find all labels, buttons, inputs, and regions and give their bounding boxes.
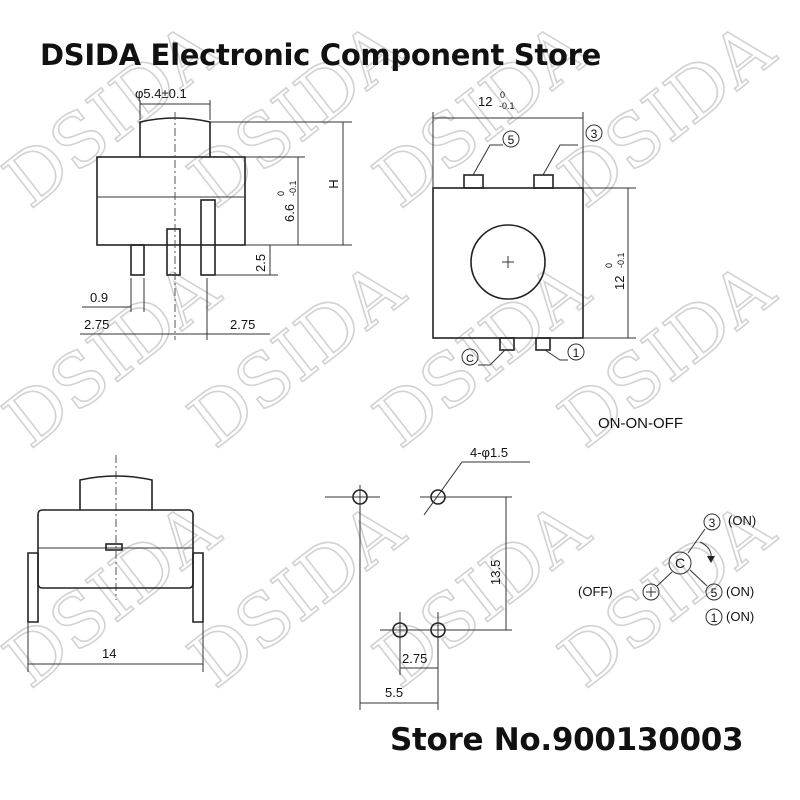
watermark-text: DSIDA [359,486,605,704]
front-view: 14 [27,455,204,672]
watermark: DSIDA DSIDA DSIDA DSIDA DSIDA DSIDA DSID… [0,5,790,704]
footprint-offset-label: 5.5 [385,685,403,700]
arrow-head [707,556,715,563]
top-width-label: 12 [478,94,492,109]
schematic-pin-1: 1 [711,611,718,625]
pin-c-label: C [466,353,474,365]
pin-circle [567,343,585,361]
pin-length-label: 2.5 [253,254,268,272]
footprint-view: 4-φ1.5 13.5 2.75 5.5 [325,445,530,710]
tab-top-right [533,174,554,189]
store-number: Store No.900130003 [390,722,744,758]
top-view: 5 3 C 1 12 0 -0.1 12 0 -0.1 [432,90,636,366]
top-height-label: 12 [612,276,627,290]
pin-circle [502,130,520,148]
pin-circle [585,124,603,142]
holes-label: 4-φ1.5 [470,445,508,460]
vertical-spacing-label: 13.5 [488,560,503,585]
pin-3-label: 3 [591,127,598,141]
pin-circle [705,608,723,626]
contact-line [656,571,673,587]
pin-3-state: (ON) [728,513,756,528]
pin-offset-label: 0.9 [90,290,108,305]
schematic-pin-5: 5 [711,586,718,600]
front-width-label: 14 [102,646,116,661]
leader-line [542,144,578,176]
switch-body [96,156,246,246]
stem-diameter-label: φ5.4±0.1 [135,86,187,101]
common-label: C [675,555,685,571]
off-state: (OFF) [578,584,613,599]
pin-circle [703,513,721,531]
top-stem-circle [470,224,546,300]
tab-bottom-left [499,337,515,351]
pin-1-label: 1 [573,346,580,360]
watermark-text: DSIDA [174,246,420,464]
mode-label: ON-ON-OFF [598,415,683,432]
top-width-tol-upper: 0 [500,90,505,100]
contact-line [689,569,708,587]
watermark-text: DSIDA [174,486,420,704]
off-contact [642,583,660,601]
front-body [37,509,194,589]
page-title: DSIDA Electronic Component Store [40,38,601,72]
pin-5-state: (ON) [726,584,754,599]
height-label: H [326,179,341,188]
front-latch [105,543,123,551]
pitch-right-label: 2.75 [230,317,255,332]
schematic-pin-3: 3 [709,516,716,530]
leader-line [544,349,568,361]
top-height-tol-lower: -0.1 [616,252,626,268]
pitch-left-label: 2.75 [84,317,109,332]
body-height-tol-upper: 0 [276,191,286,196]
pin-right [200,199,216,276]
pin-5-label: 5 [508,133,515,147]
pin-middle [166,228,181,276]
top-height-tol-upper: 0 [604,263,614,268]
side-view: φ5.4±0.1 H 6.6 0 -0.1 2.5 0.9 [80,86,352,340]
pin-circle [461,348,479,366]
watermark-text: DSIDA [359,246,605,464]
footprint-pitch-label: 2.75 [402,651,427,666]
pin-1-state: (ON) [726,609,754,624]
pin-circle [705,583,723,601]
leader-line [478,349,506,366]
leader-line [423,461,530,516]
pin-left [130,244,145,276]
contact-line [687,528,706,554]
leader-line [472,144,503,176]
body-height-label: 6.6 [282,204,297,222]
front-stem [79,475,153,510]
top-width-tol-lower: -0.1 [499,101,515,111]
common-contact [668,551,692,575]
switch-schematic: ON-ON-OFF C 3 (ON) 5 (ON) 1 (ON) (OFF) [578,415,756,626]
body-height-tol-lower: -0.1 [288,180,298,196]
tab-bottom-right [535,337,551,351]
